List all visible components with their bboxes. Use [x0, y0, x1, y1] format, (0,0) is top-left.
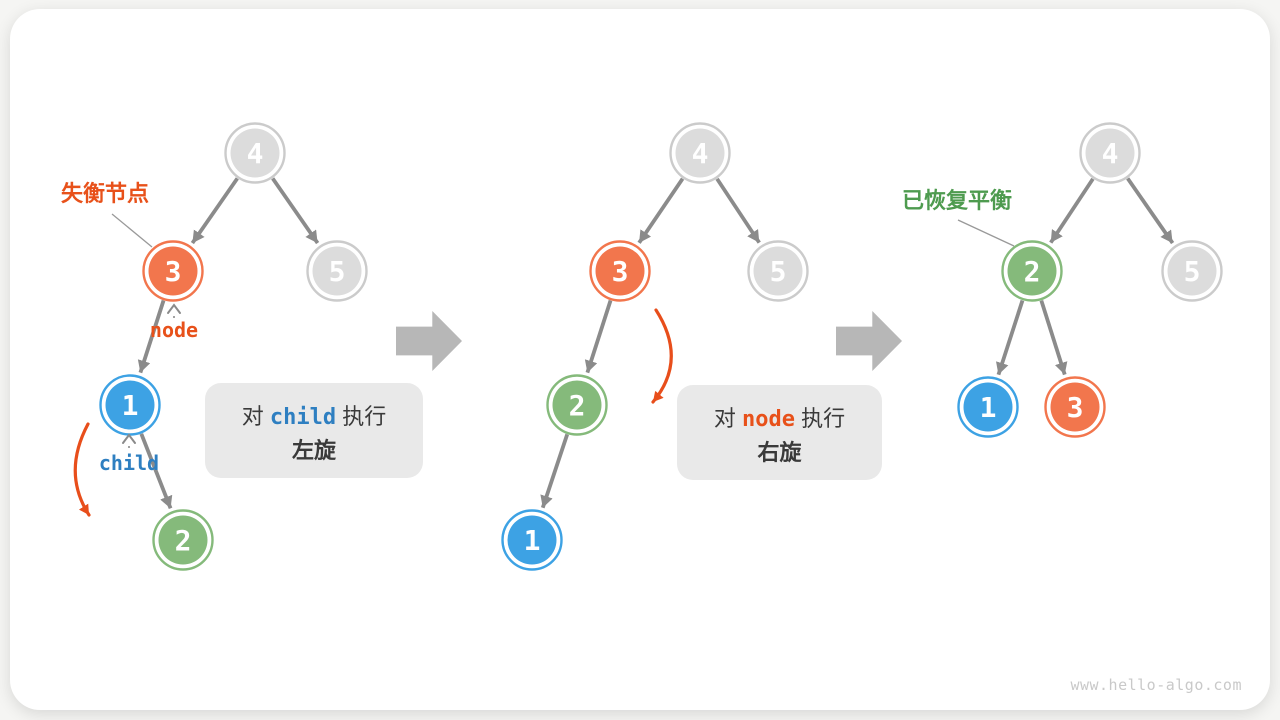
- tree-edge: [584, 299, 613, 374]
- tree-after-left-rotation-node-1: 1: [501, 509, 563, 571]
- tree-after-left-rotation-node-3: 3: [589, 240, 651, 302]
- tree-balanced: 4 2 5 1 3: [957, 122, 1223, 438]
- step-arrow-1-icon: [396, 311, 462, 371]
- op-right-rotate-line2: 右旋: [757, 440, 802, 465]
- node-body: [1085, 128, 1135, 178]
- node-value: 2: [175, 524, 192, 557]
- tree-edge: [637, 177, 685, 244]
- node-pointer: node: [150, 303, 198, 342]
- node-body: [963, 382, 1013, 432]
- tree-edge: [1049, 177, 1095, 244]
- op-right-rotate-bg: [677, 385, 882, 480]
- tree-balanced-node-2: 2: [1001, 240, 1063, 302]
- tree-after-left-rotation-node-4: 4: [669, 122, 731, 184]
- child-pointer: child: [99, 433, 159, 475]
- node-pointer-text: node: [150, 318, 198, 342]
- tree-initial-node-5: 5: [306, 240, 368, 302]
- node-value: 3: [1067, 391, 1084, 424]
- tree-edge: [540, 433, 569, 509]
- tree-initial-node-1: 1: [99, 374, 161, 436]
- node-value: 2: [1024, 255, 1041, 288]
- node-body: [158, 515, 208, 565]
- node-body: [148, 246, 198, 296]
- op-left-rotate-line1: 对 child 执行: [242, 404, 386, 430]
- balance-restored-label-text: 已恢复平衡: [902, 188, 1012, 213]
- node-value: 2: [569, 389, 586, 422]
- rotate-child-arrow: [73, 422, 91, 517]
- balance-restored-label: 已恢复平衡: [902, 188, 1015, 247]
- tree-edge: [1039, 299, 1068, 376]
- tree-balanced-node-1: 1: [957, 376, 1019, 438]
- tree-edge: [1126, 177, 1175, 245]
- unbalanced-node-label: 失衡节点: [61, 181, 153, 248]
- tree-edge: [715, 177, 761, 244]
- tree-initial-node-2: 2: [152, 509, 214, 571]
- op-right-rotate-line1: 对 node 执行: [714, 406, 845, 432]
- node-value: 3: [612, 255, 629, 288]
- watermark-url: www.hello-algo.com: [1070, 676, 1242, 694]
- tree-balanced-node-5: 5: [1161, 240, 1223, 302]
- op-left-rotate-bg: [205, 383, 423, 478]
- rotate-node-arrow: [651, 308, 673, 404]
- tree-balanced-node-4: 4: [1079, 122, 1141, 184]
- node-value: 4: [247, 137, 264, 170]
- tree-edge: [190, 177, 239, 245]
- node-value: 5: [1184, 255, 1201, 288]
- op-left-rotate-line2: 左旋: [292, 438, 337, 463]
- node-value: 1: [524, 524, 541, 557]
- node-value: 4: [692, 137, 709, 170]
- node-body: [230, 128, 280, 178]
- tree-after-left-rotation-node-5: 5: [747, 240, 809, 302]
- node-body: [753, 246, 803, 296]
- balance-restored-label-pointer-line: [957, 219, 1015, 247]
- node-value: 5: [770, 255, 787, 288]
- node-value: 3: [165, 255, 182, 288]
- tree-edge: [139, 433, 173, 510]
- caret-up-icon: [167, 303, 181, 314]
- tree-edge: [137, 299, 166, 374]
- node-body: [105, 380, 155, 430]
- tree-initial-node-3: 3: [142, 240, 204, 302]
- tree-after-left-rotation: 4 3 5 2 1: [501, 122, 809, 571]
- node-body: [1007, 246, 1057, 296]
- step-arrow-2-icon: [836, 311, 902, 371]
- tree-edge: [271, 177, 320, 245]
- node-body: [675, 128, 725, 178]
- node-value: 1: [122, 389, 139, 422]
- node-body: [507, 515, 557, 565]
- node-body: [1050, 382, 1100, 432]
- tree-balanced-node-3: 3: [1044, 376, 1106, 438]
- tree-initial-node-4: 4: [224, 122, 286, 184]
- unbalanced-node-label-pointer-line: [111, 213, 153, 248]
- node-body: [1167, 246, 1217, 296]
- caret-up-icon: [122, 433, 136, 444]
- node-value: 1: [980, 391, 997, 424]
- node-body: [552, 380, 602, 430]
- child-pointer-text: child: [99, 451, 159, 475]
- tree-edge: [995, 299, 1025, 376]
- tree-after-left-rotation-node-2: 2: [546, 374, 608, 436]
- tree-initial: 4 3 5 1 2: [99, 122, 368, 571]
- node-body: [312, 246, 362, 296]
- unbalanced-node-label-text: 失衡节点: [61, 181, 149, 206]
- node-value: 5: [329, 255, 346, 288]
- node-value: 4: [1102, 137, 1119, 170]
- node-body: [595, 246, 645, 296]
